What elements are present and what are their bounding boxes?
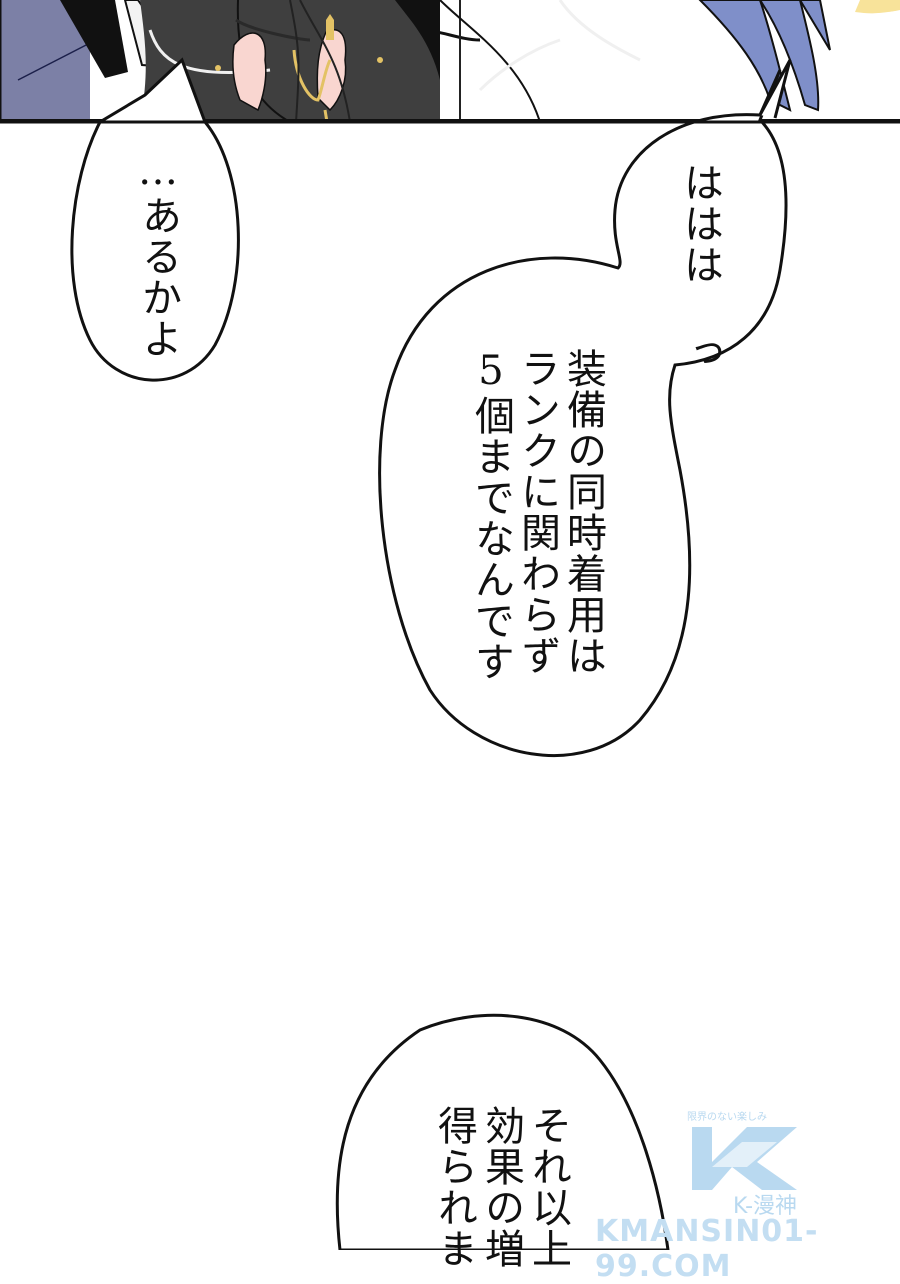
watermark-brand: K-漫神	[733, 1194, 798, 1219]
watermark-tagline: 限界のない楽しみ	[687, 1112, 767, 1123]
k-logo-icon	[692, 1127, 797, 1190]
top-manga-panel	[0, 0, 900, 122]
bubble-bottom-text: それ以上 効果の増 得られま	[431, 1105, 571, 1269]
bubble-right-laugh-text: ははは っ	[677, 162, 723, 373]
speech-bubbles	[0, 57, 900, 1250]
bubble-left-text: …あるかよ	[135, 148, 181, 359]
bubble-left	[70, 57, 240, 382]
watermark: 限界のない楽しみ K-漫神 KMANSIN01-99.COM	[595, 1108, 900, 1284]
bubble-right-main-text: 装備の同時着用は ランクに関わらず 5個までなんです	[468, 348, 606, 682]
bubble-right	[378, 69, 788, 758]
bubble-bottom	[335, 1013, 670, 1250]
watermark-url: KMANSIN01-99.COM	[595, 1214, 819, 1284]
character-art	[0, 0, 900, 119]
